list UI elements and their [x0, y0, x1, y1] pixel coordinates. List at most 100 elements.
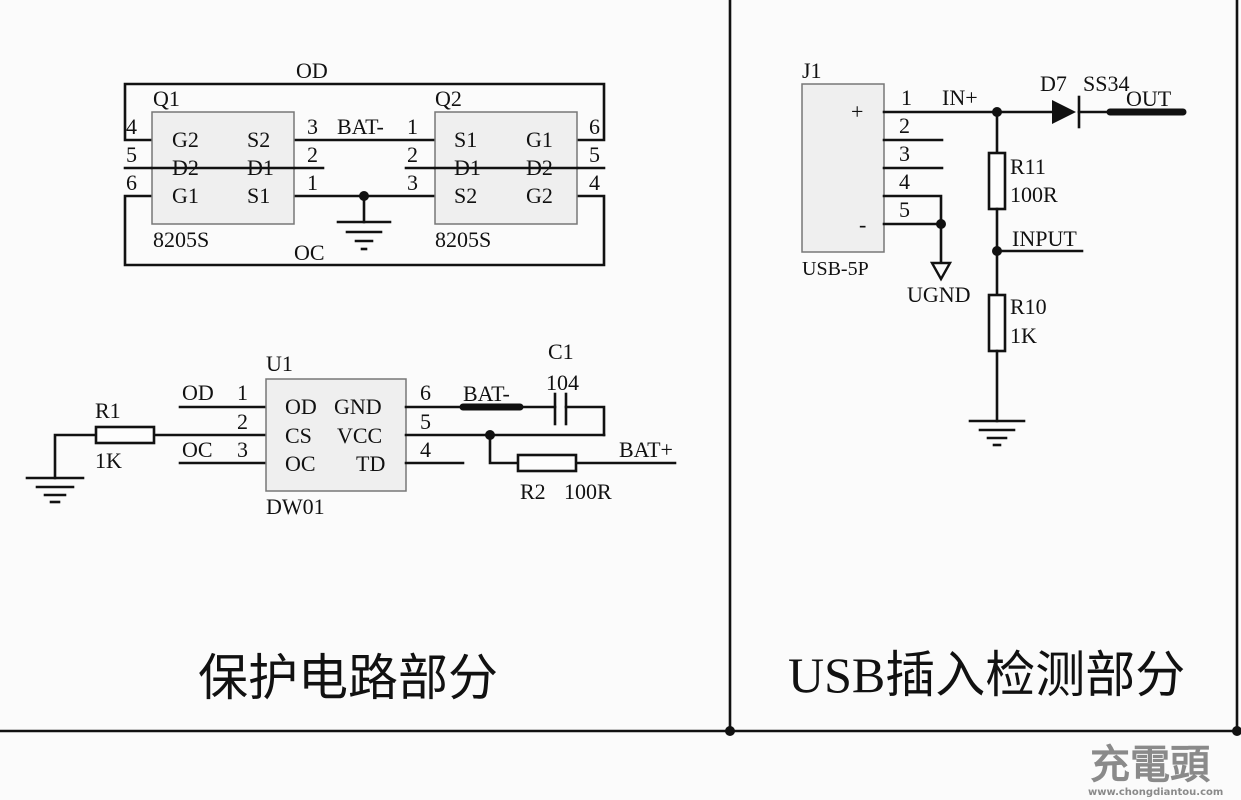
u1-pin-name: CS: [285, 423, 312, 448]
net-label-od: OD: [296, 58, 328, 83]
usb-detect-circuit: J1 USB-5P + - UGND 1 2 3 4 5 IN+ D7 SS34…: [801, 58, 1187, 447]
net-label-od: OD: [182, 380, 214, 405]
ground-icon: [25, 476, 85, 504]
q1-pin-name: S2: [247, 127, 270, 152]
r10-resistor: [987, 293, 1007, 353]
r11-resistor: [987, 151, 1007, 211]
r10-value: 1K: [1010, 323, 1037, 348]
j1-pin4-wire: [882, 194, 943, 265]
j1-part: USB-5P: [802, 258, 869, 280]
q1-ref: Q1: [153, 86, 180, 111]
u1-pin-name: GND: [334, 394, 382, 419]
j1-pin-num: 4: [899, 169, 910, 194]
q1-pin-num: 2: [307, 142, 318, 167]
net-label-oc: OC: [182, 437, 213, 462]
q2-pin-name: G2: [526, 183, 553, 208]
q1-pin-name: S1: [247, 183, 270, 208]
dw01-circuit: R1 1K U1 DW01 OD OC 1 2 3 OD CS OC GND V…: [25, 339, 677, 519]
net-label-bat-minus: BAT-: [337, 114, 384, 139]
q1-pin-name: D2: [172, 155, 199, 180]
q2-pin-name: S1: [454, 127, 477, 152]
r1-gnd-wire: [53, 433, 98, 480]
j1-pin-num: 2: [899, 113, 910, 138]
j1-pin-num: 3: [899, 141, 910, 166]
q2-part: 8205S: [435, 227, 491, 252]
u1-pin-num: 4: [420, 437, 431, 462]
r11-ref: R11: [1010, 154, 1046, 179]
junction-dot: [936, 219, 946, 229]
q1-pin-name: G2: [172, 127, 199, 152]
net-label-out: OUT: [1126, 86, 1172, 111]
c1-wire: [564, 405, 606, 437]
q2-ref: Q2: [435, 86, 462, 111]
j1-pin-num: 1: [901, 85, 912, 110]
u1-pin-name: OD: [285, 394, 317, 419]
q2-pin-num: 2: [407, 142, 418, 167]
q2-pin-num: 1: [407, 114, 418, 139]
u1-pin-name: OC: [285, 451, 316, 476]
r11-value: 100R: [1010, 182, 1058, 207]
q2-pin-name: D2: [526, 155, 553, 180]
watermark-url: www.chongdiantou.com: [1088, 787, 1223, 798]
r2-ref: R2: [520, 479, 546, 504]
net-label-input: INPUT: [1012, 226, 1077, 251]
ground-icon: [968, 419, 1026, 447]
q2-pin-num: 4: [589, 170, 600, 195]
c1-value: 104: [546, 370, 579, 395]
od-net-wire: [123, 82, 606, 142]
net-label-bat-plus: BAT+: [619, 437, 673, 462]
q1-pin-num: 1: [307, 170, 318, 195]
q1-pin-name: G1: [172, 183, 199, 208]
u1-pin-num: 5: [420, 409, 431, 434]
frame: [0, 0, 1241, 736]
q1-pin-num: 6: [126, 170, 137, 195]
q1-pin-num: 5: [126, 142, 137, 167]
net-label-in-plus: IN+: [942, 85, 978, 110]
r1-resistor: [94, 425, 156, 445]
q1-pin-name: D1: [247, 155, 274, 180]
q1-pin-num: 4: [126, 114, 137, 139]
net-label-ugnd: UGND: [907, 282, 971, 307]
diode-icon: [1052, 95, 1081, 129]
j1-pin-num: 5: [899, 197, 910, 222]
u1-pin-name: VCC: [337, 423, 382, 448]
r1-ref: R1: [95, 398, 121, 423]
q1-pin-num: 3: [307, 114, 318, 139]
u1-chip: [265, 378, 407, 492]
q2-pin-name: D1: [454, 155, 481, 180]
q2-pin-name: G1: [526, 127, 553, 152]
q2-pin-name: S2: [454, 183, 477, 208]
j1-ref: J1: [802, 58, 822, 83]
r10-ref: R10: [1010, 294, 1047, 319]
section-title-usb-detect: USB插入检测部分: [788, 647, 1185, 703]
u1-pin-num: 1: [237, 380, 248, 405]
r2-value: 100R: [564, 479, 612, 504]
j1-minus-label: -: [859, 212, 866, 237]
q2-pin-num: 3: [407, 170, 418, 195]
j1-connector: [801, 83, 885, 253]
frame-junction: [725, 726, 735, 736]
frame-junction: [1232, 726, 1241, 736]
r2-wire: [488, 433, 520, 465]
c1-ref: C1: [548, 339, 574, 364]
ground-icon: [336, 220, 392, 251]
watermark-brand: 充電頭: [1090, 742, 1211, 788]
u1-ref: U1: [266, 351, 293, 376]
u1-pin-num: 2: [237, 409, 248, 434]
u1-part: DW01: [266, 494, 325, 519]
u1-pin-num: 6: [420, 380, 431, 405]
watermark-logo: 充電頭 www.chongdiantou.com: [1088, 742, 1223, 798]
net-label-bat-minus: BAT-: [463, 381, 510, 406]
u1-pin-name: TD: [356, 451, 385, 476]
d7-part: SS34: [1083, 71, 1129, 96]
j1-plus-label: +: [851, 99, 863, 124]
oc-net-wire: [123, 194, 606, 267]
section-title-protection: 保护电路部分: [198, 649, 498, 707]
r1-value: 1K: [95, 448, 122, 473]
ugnd-icon: [929, 261, 953, 282]
u1-pin-num: 3: [237, 437, 248, 462]
net-label-oc: OC: [294, 240, 325, 265]
r2-resistor: [516, 453, 578, 473]
q2-pin-num: 5: [589, 142, 600, 167]
